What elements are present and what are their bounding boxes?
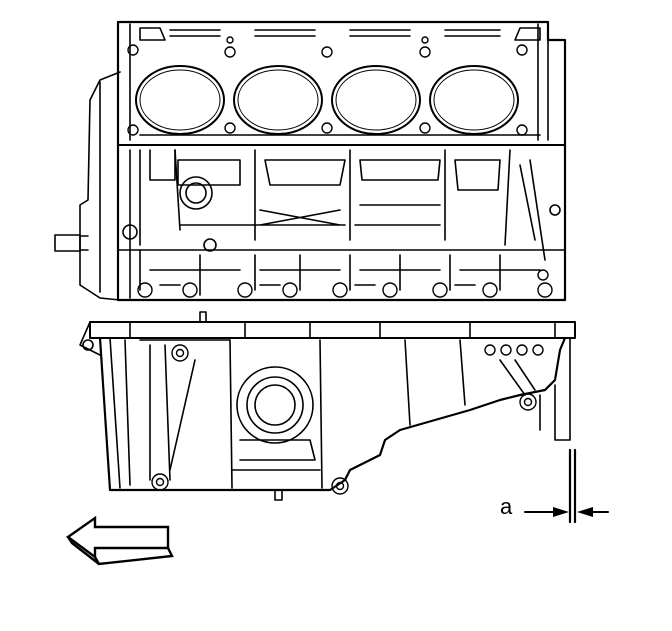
engine-block xyxy=(54,20,567,302)
cylinder-bores xyxy=(135,65,519,135)
oil-pan xyxy=(79,311,576,501)
dimension-arrowhead-left xyxy=(553,507,569,517)
dimension-arrowhead-right xyxy=(577,507,593,517)
direction-arrow xyxy=(65,515,174,566)
dimension-callout-label: a xyxy=(500,494,513,519)
measurement-a xyxy=(524,448,609,524)
